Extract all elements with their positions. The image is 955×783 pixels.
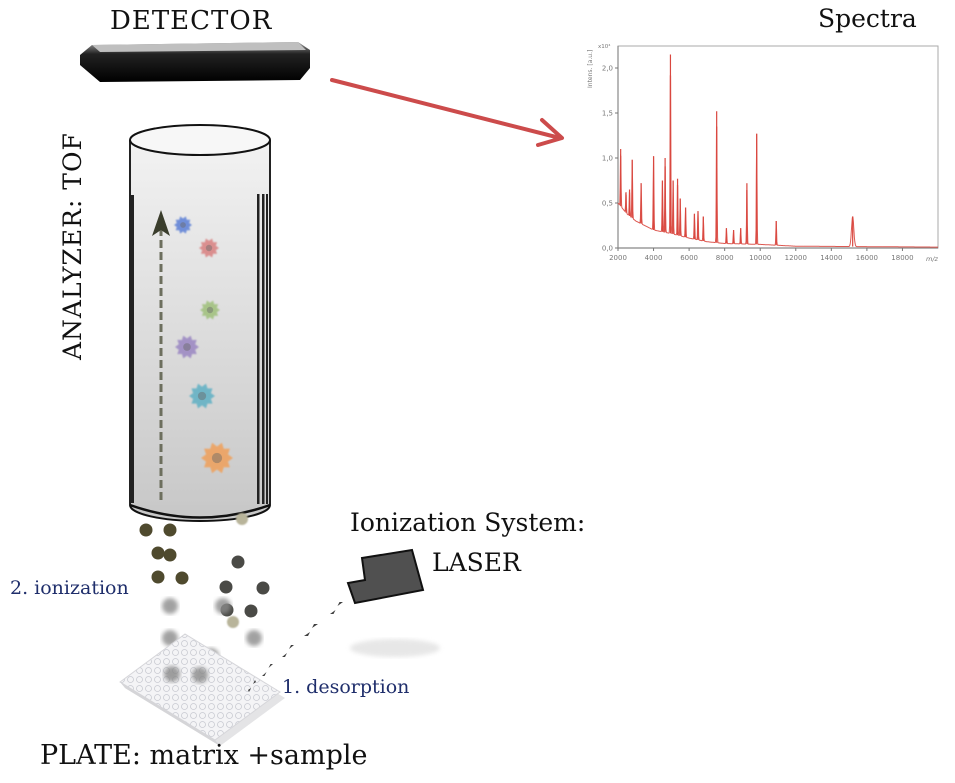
x-tick-label: 6000: [680, 254, 698, 262]
laser-label: LASER: [432, 548, 521, 577]
x-tick-label: 14000: [820, 254, 842, 262]
spectra-label: Spectra: [818, 4, 917, 33]
plate-label: PLATE: matrix +sample: [40, 740, 368, 771]
y-multiplier-label: x10⁴: [598, 43, 611, 50]
laser-pulse: [304, 624, 318, 636]
flight-direction-arrow-icon: [152, 210, 170, 236]
laser-pulse: [262, 664, 273, 676]
x-tick-label: 12000: [785, 254, 807, 262]
detector-label: DETECTOR: [110, 6, 273, 36]
x-tick-label: 2000: [609, 254, 627, 262]
laser-pulse: [330, 602, 343, 614]
y-tick-label: 1,0: [602, 155, 613, 163]
step-desorption-label: 1. desorption: [282, 676, 410, 698]
y-axis-label: Intens. [a.u.]: [587, 50, 594, 88]
ionization-system-label: Ionization System:: [350, 508, 586, 537]
neutral-dot: [215, 598, 231, 614]
ion-dot: [151, 546, 165, 560]
x-tick-label: 18000: [891, 254, 913, 262]
y-tick-label: 1,5: [602, 110, 613, 118]
ion-dot: [236, 513, 248, 525]
ion-gear-icon: [189, 383, 215, 409]
x-tick-label: 4000: [645, 254, 663, 262]
ion-dot: [231, 555, 245, 569]
x-tick-label: 8000: [716, 254, 734, 262]
laser-shadow: [350, 639, 440, 657]
mass-spectrum-chart: 0,0 0,5 1,0 1,5 2,0 2000 4000 6000 8000 10000 1200…: [587, 43, 939, 263]
x-axis-label: m/z: [926, 255, 939, 263]
ion-gear-icon: [175, 335, 199, 359]
ion-cloud: [139, 513, 270, 664]
y-tick-label: 0,0: [602, 245, 613, 253]
ion-dot: [227, 616, 239, 628]
sample-spot: [192, 667, 208, 683]
ion-gear-icon: [200, 300, 220, 320]
y-tick-label: 2,0: [602, 65, 613, 73]
laser-pulse: [282, 645, 294, 657]
ion-dot: [244, 604, 258, 618]
ion-gear-icon: [174, 216, 192, 234]
x-tick-label: 16000: [856, 254, 878, 262]
ion-dot: [219, 580, 233, 594]
sample-spot: [164, 666, 180, 682]
tof-analyzer-tube: [129, 124, 271, 522]
ion-dot: [151, 570, 165, 584]
laser-beam: [248, 602, 343, 692]
arrow-to-spectra-icon: [330, 78, 564, 147]
ion-gear-icon: [199, 238, 219, 258]
spectrum-trace: [617, 75, 938, 248]
ion-dot: [163, 523, 177, 537]
step-ionization-label: 2. ionization: [10, 577, 129, 599]
detector: [80, 42, 310, 82]
sample-plate: [119, 633, 285, 746]
analyzer-label: ANALYZER: TOF: [58, 132, 87, 360]
neutral-dot: [246, 630, 262, 646]
laser-pulse: [248, 680, 256, 692]
x-tick-label: 10000: [749, 254, 771, 262]
laser-device-icon: [346, 548, 425, 605]
ion-dot: [175, 571, 189, 585]
y-tick-label: 0,5: [602, 200, 613, 208]
ion-dot: [139, 523, 153, 537]
ion-dot: [256, 581, 270, 595]
ion-dot: [163, 548, 177, 562]
ions-in-flight: [174, 216, 233, 474]
ion-gear-icon: [201, 442, 233, 474]
neutral-dot: [162, 598, 178, 614]
